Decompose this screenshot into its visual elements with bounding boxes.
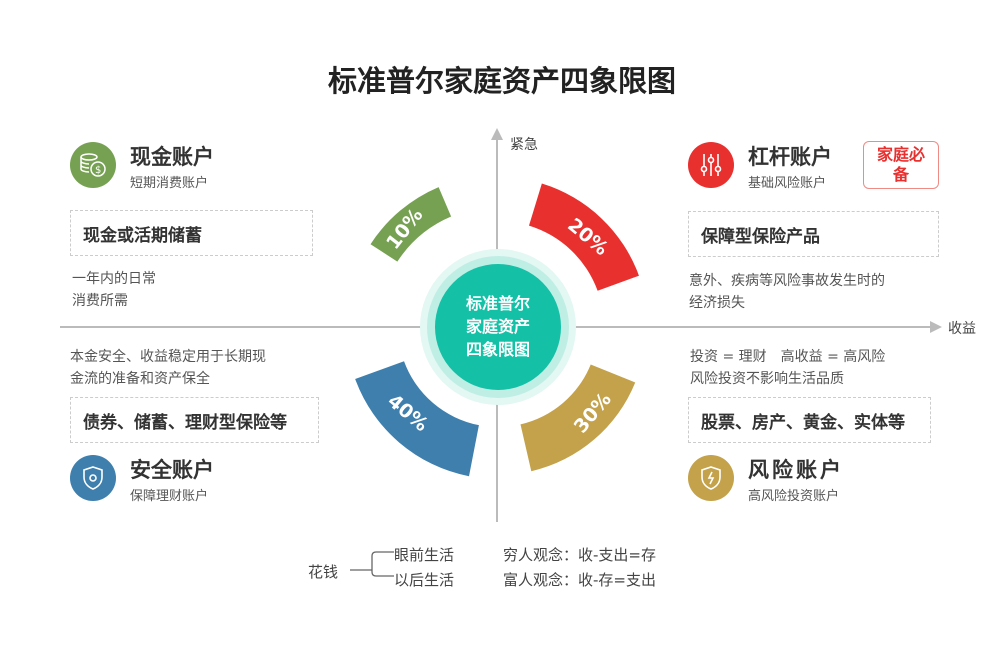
leverage-account-sub: 基础风险账户: [748, 176, 827, 191]
safe-segment: [355, 361, 479, 477]
desc-line: 本金安全、收益稳定用于长期现: [70, 349, 266, 365]
desc-line: 投资 = 理财 高收益 = 高风险: [690, 349, 886, 365]
y-axis-arrow-icon: [491, 128, 503, 140]
safe-desc: 本金安全、收益稳定用于长期现 金流的准备和资产保全: [70, 346, 266, 390]
cash-account-sub: 短期消费账户: [130, 176, 209, 191]
desc-line: 金流的准备和资产保全: [70, 371, 210, 387]
desc-line: 意外、疾病等风险事故发生时的: [689, 273, 885, 289]
cash-desc: 一年内的日常 消费所需: [72, 268, 156, 312]
desc-line: 经济损失: [689, 295, 745, 311]
desc-line: 风险投资不影响生活品质: [690, 371, 844, 387]
y-axis-label: 紧急: [510, 137, 538, 153]
safe-account-sub: 保障理财账户: [130, 489, 209, 504]
leverage-product-box: 保障型保险产品: [688, 211, 939, 257]
desc-line: 消费所需: [72, 293, 128, 309]
branch-future: 以后生活: [394, 571, 455, 589]
leverage-account-name: 杠杆账户: [748, 145, 832, 169]
leverage-segment: [528, 183, 639, 291]
branch-bracket: [350, 551, 394, 577]
poor-mindset: 穷人观念：收-支出=存: [503, 546, 656, 564]
risk-account-sub: 高风险投资账户: [748, 489, 840, 504]
branch-present: 眼前生活: [394, 546, 455, 564]
sliders-icon: [688, 142, 734, 188]
warning-shield-icon: [688, 455, 734, 501]
page-title: 标准普尔家庭资产四象限图: [327, 64, 676, 98]
leverage-desc: 意外、疾病等风险事故发生时的 经济损失: [689, 270, 885, 314]
center-line: 标准普尔: [465, 294, 530, 313]
risk-product-box: 股票、房产、黄金、实体等: [688, 397, 931, 443]
x-axis-label: 收益: [948, 321, 976, 337]
risk-account-name: 风险账户: [748, 458, 844, 482]
center-circle: [435, 264, 561, 390]
x-axis-arrow-icon: [930, 321, 942, 333]
center-label: 标准普尔 家庭资产 四象限图: [436, 292, 560, 361]
shield-icon: [70, 455, 116, 501]
center-line: 家庭资产: [465, 317, 530, 336]
rich-mindset: 富人观念：收-存=支出: [503, 571, 656, 589]
coins-icon: $: [70, 142, 116, 188]
center-line: 四象限图: [465, 340, 530, 359]
cash-account-name: 现金账户: [130, 145, 214, 169]
family-essential-badge: 家庭必备: [863, 141, 939, 189]
risk-segment: [520, 364, 636, 472]
desc-line: 一年内的日常: [72, 271, 156, 287]
safe-product-box: 债券、储蓄、理财型保险等: [70, 397, 319, 443]
safe-account-name: 安全账户: [130, 458, 214, 482]
svg-text:$: $: [95, 165, 101, 176]
cash-product-box: 现金或活期储蓄: [70, 210, 313, 256]
spend-label: 花钱: [308, 563, 339, 581]
cash-segment: [370, 187, 452, 262]
risk-desc: 投资 = 理财 高收益 = 高风险 风险投资不影响生活品质: [690, 346, 885, 390]
